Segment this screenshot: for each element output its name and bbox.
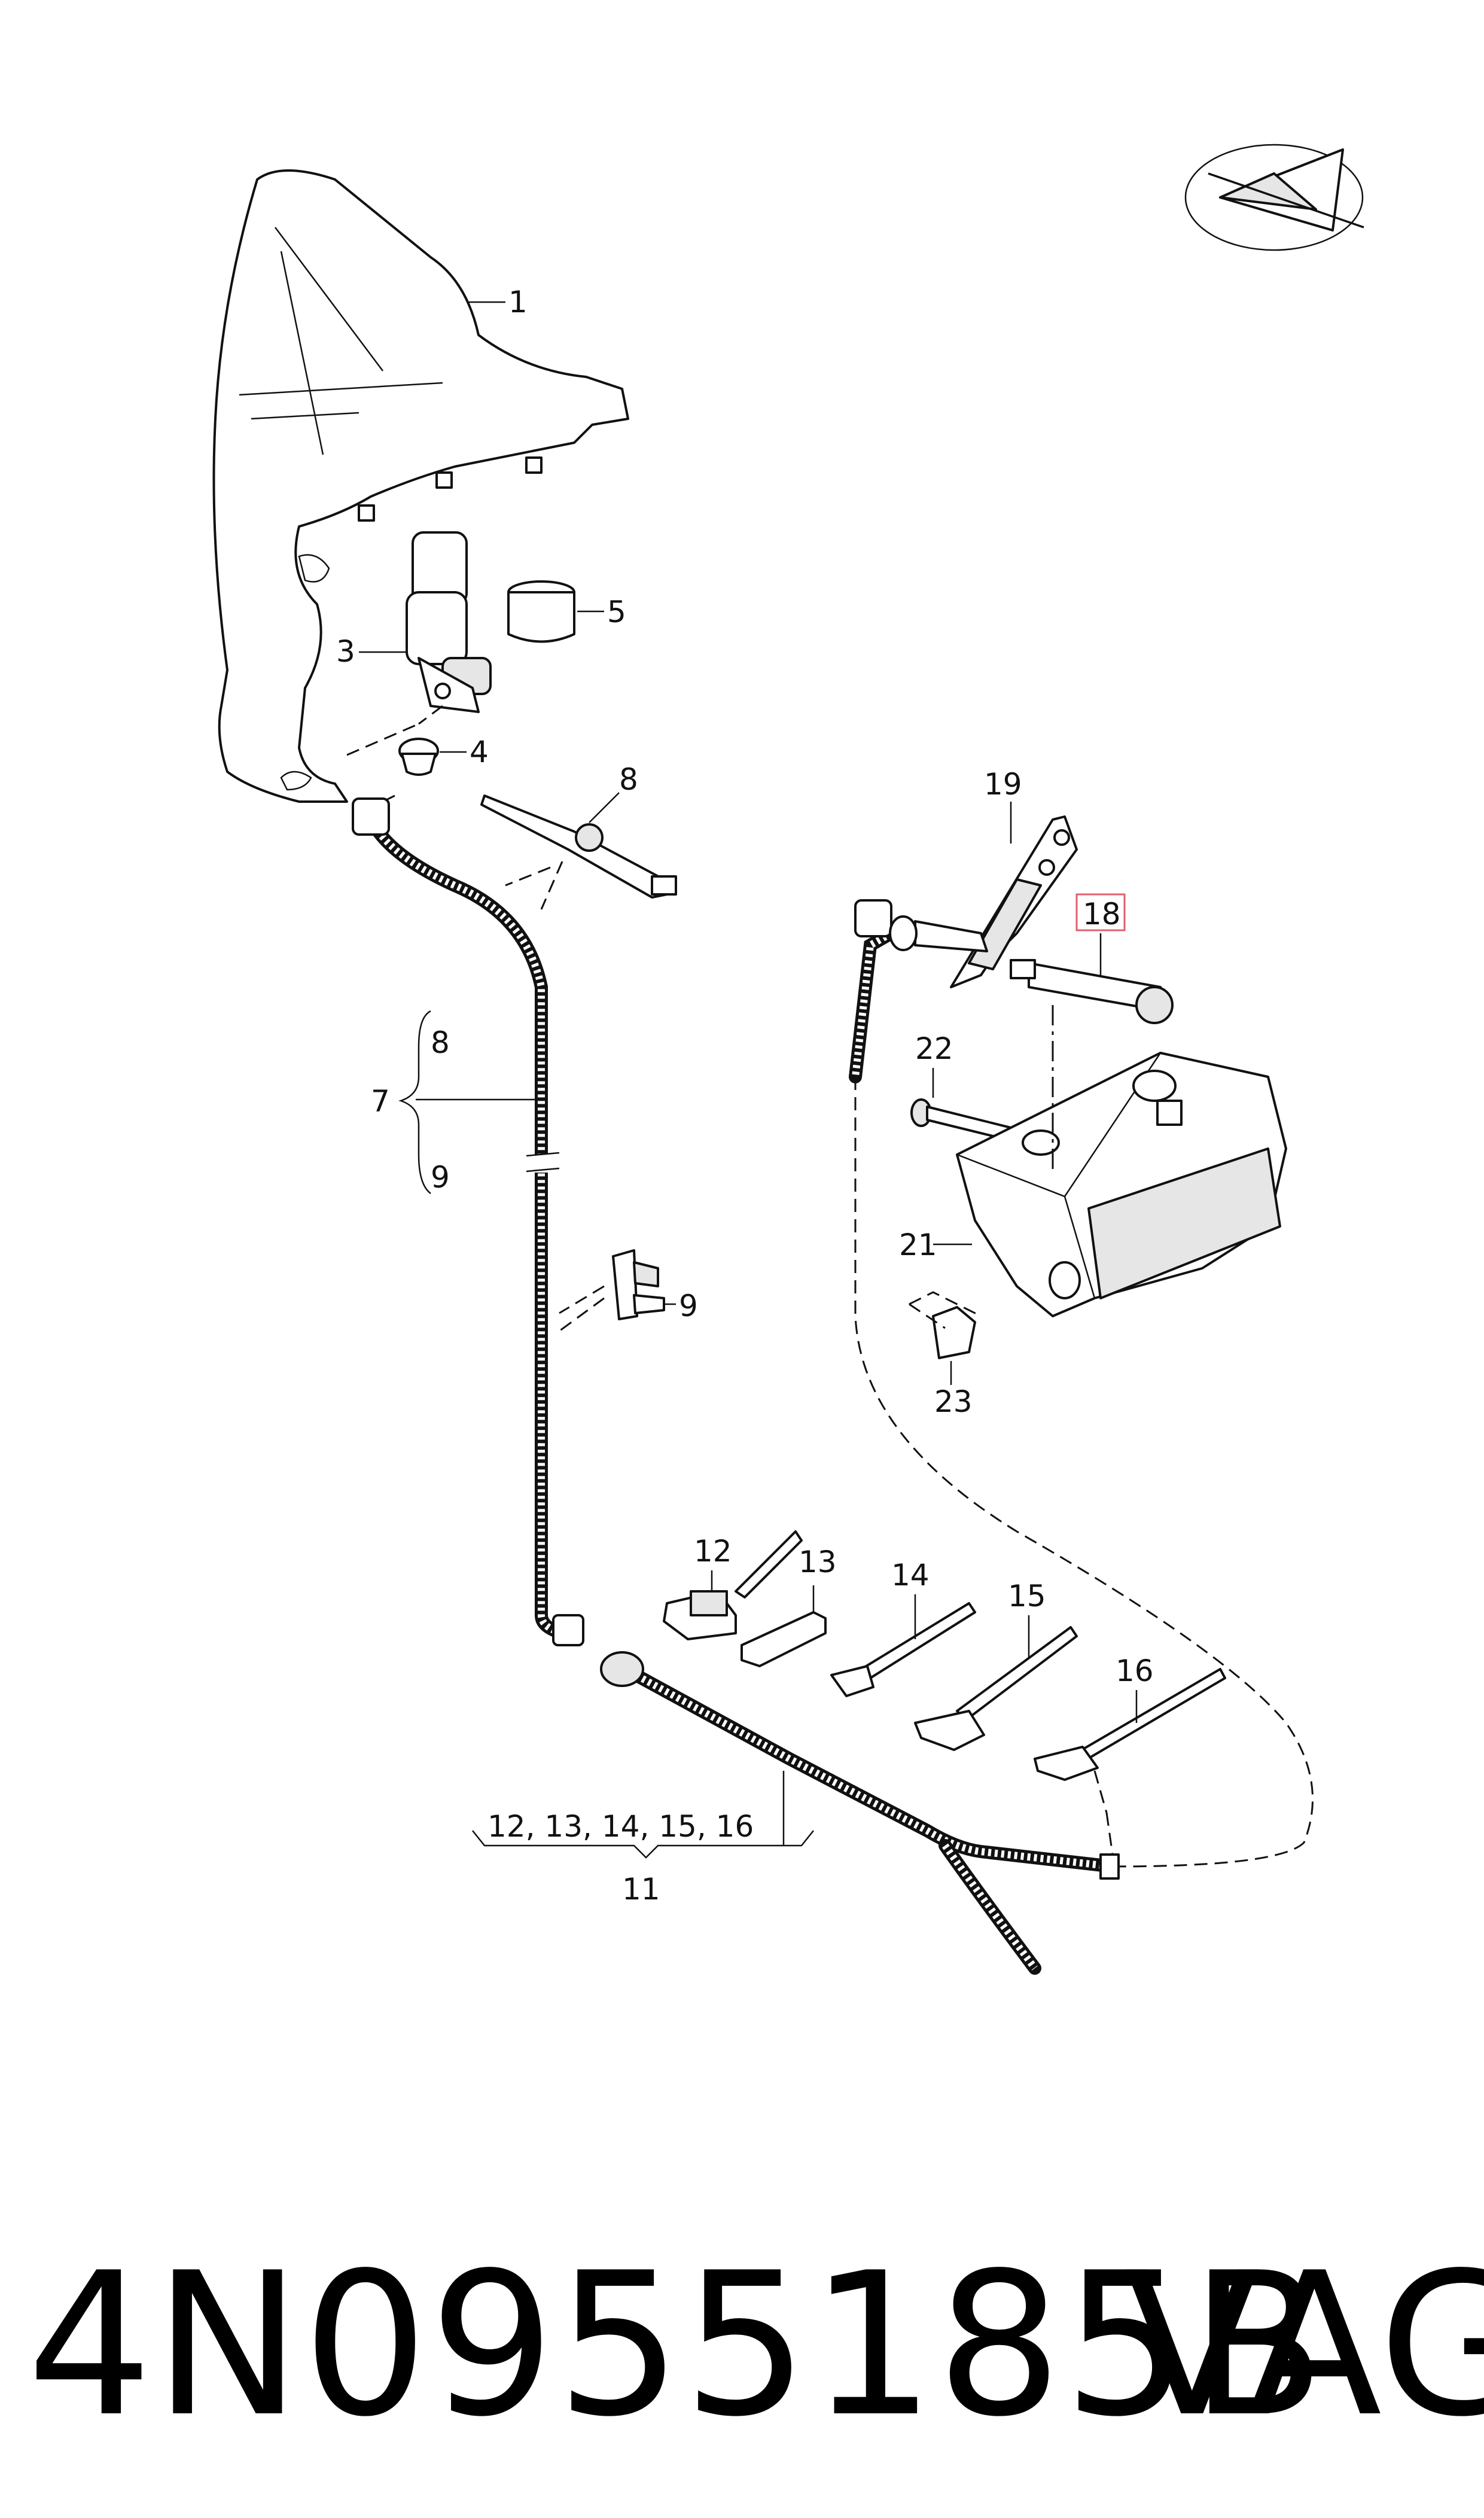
cable-tie-part-12[interactable] — [663, 1530, 803, 1640]
grommet-part-5[interactable] — [507, 580, 575, 643]
clip-part-9[interactable] — [612, 1249, 665, 1320]
callout-14: 14 — [891, 1558, 930, 1593]
callout-11: 11 — [622, 1872, 660, 1907]
callout-1: 1 — [508, 285, 528, 319]
callout-23: 23 — [934, 1384, 973, 1419]
callout-12: 12 — [694, 1534, 732, 1569]
callout-16: 16 — [1116, 1654, 1154, 1688]
callout-22: 22 — [915, 1031, 953, 1066]
callout-4: 4 — [470, 735, 489, 769]
headlamp-washer-unit-part-21[interactable] — [956, 1052, 1287, 1317]
cable-tie-part-8[interactable] — [480, 794, 677, 899]
brand-label: VAG — [1125, 2230, 1484, 2460]
bracket-part-19[interactable] — [914, 815, 1078, 988]
compass-icon — [1184, 144, 1364, 251]
callout-19: 19 — [984, 767, 1022, 802]
washer-fluid-reservoir[interactable] — [212, 169, 629, 803]
cable-tie-part-14[interactable] — [830, 1602, 976, 1697]
callout-group-12-16: 12, 13, 14, 15, 16 — [487, 1809, 754, 1844]
callout-8-top: 8 — [619, 762, 638, 797]
clip-part-13[interactable] — [741, 1611, 827, 1667]
callout-7: 7 — [371, 1084, 390, 1119]
callout-8-bracket: 8 — [431, 1025, 450, 1060]
callout-21: 21 — [899, 1228, 937, 1262]
washer-hose-part-7[interactable] — [352, 797, 584, 1646]
callout-3: 3 — [336, 634, 355, 669]
telescopic-cylinder-part-18[interactable] — [1010, 959, 1174, 1024]
parts-diagram: 1 3 5 4 8 8 7 9 — [212, 144, 1364, 1975]
callout-5: 5 — [607, 595, 626, 629]
part-number-label: 4N0955185B — [27, 2230, 1327, 2460]
cable-tie-part-16[interactable] — [1034, 1668, 1226, 1781]
callout-18-highlight — [1075, 893, 1126, 931]
grommet-part-4[interactable] — [398, 738, 439, 776]
callout-9-bracket: 9 — [431, 1160, 450, 1195]
cable-tie-part-15[interactable] — [914, 1626, 1078, 1751]
callout-9: 9 — [679, 1289, 698, 1323]
washer-pump[interactable] — [406, 531, 492, 713]
callout-15: 15 — [1008, 1579, 1046, 1613]
clip-part-23[interactable] — [932, 1306, 976, 1359]
callout-18: 18 — [1083, 897, 1121, 931]
hose-harness-part-11[interactable] — [600, 1651, 1120, 1975]
callout-13: 13 — [799, 1545, 837, 1579]
